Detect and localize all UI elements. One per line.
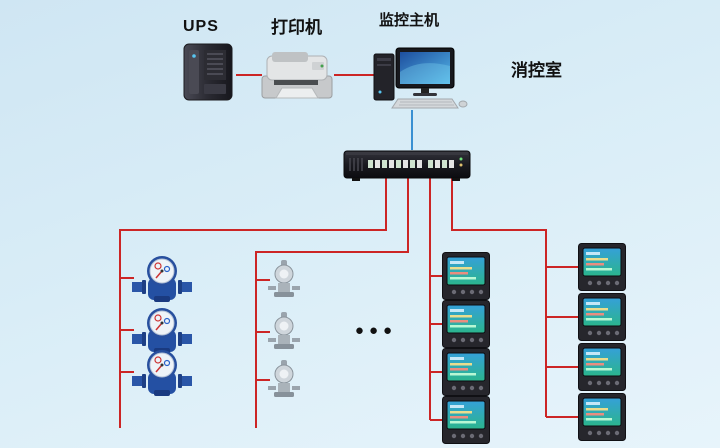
power-meter-icon [442, 300, 490, 348]
power-meter-icon [442, 252, 490, 300]
printer-label: 打印机 [271, 18, 322, 37]
power-meter-icon [578, 293, 626, 341]
ellipsis-dots: ●●● [354, 322, 398, 339]
power-meter-icon [578, 343, 626, 391]
ups-label: UPS [183, 18, 219, 35]
printer-device [261, 52, 333, 99]
power-meter-icon [442, 396, 490, 444]
water-meter-icon [132, 349, 192, 397]
switch-device [343, 150, 471, 181]
sensor-icon [267, 359, 301, 398]
power-meter-icon [442, 348, 490, 396]
sensor-icon [267, 311, 301, 350]
sensor-icon [267, 259, 301, 298]
control-room-label: 消控室 [511, 61, 562, 80]
water-meter-icon [132, 307, 192, 355]
ups-device [183, 43, 233, 101]
power-meter-icon [578, 393, 626, 441]
monitor-host-label: 监控主机 [379, 12, 440, 29]
monitor-host-device [373, 47, 468, 109]
power-meter-icon [578, 243, 626, 291]
red-connection-lines [119, 74, 578, 428]
water-meter-icon [132, 255, 192, 303]
switch-ports [368, 160, 454, 168]
